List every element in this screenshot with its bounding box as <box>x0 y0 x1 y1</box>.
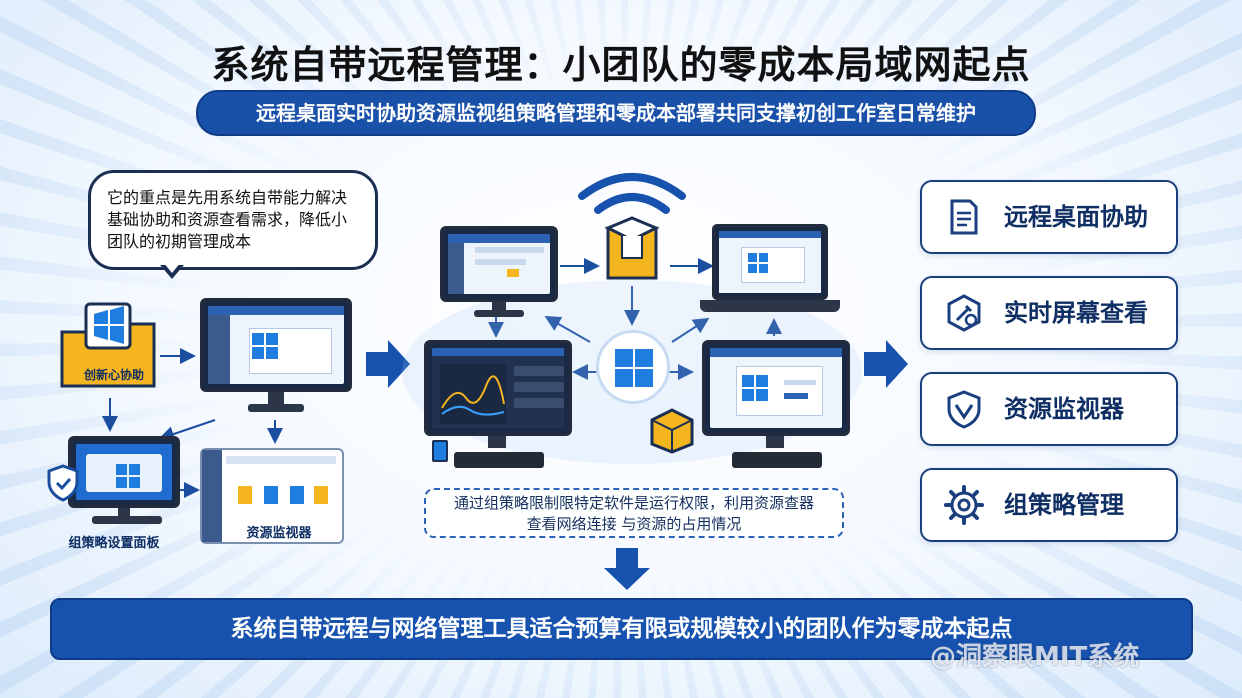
document-icon <box>950 199 978 235</box>
folder-label: 创新心协助 <box>83 368 144 382</box>
laptop-top-right <box>700 224 840 316</box>
feature-group-policy: 组策略管理 <box>920 468 1178 542</box>
bottom-summary-banner: 系统自带远程与网络管理工具适合预算有限或规模较小的团队作为零成本起点 <box>50 598 1193 660</box>
center-note-line2: 查看网络连接 与资源的占用情况 <box>526 515 742 533</box>
folder-icon <box>60 302 156 388</box>
resource-monitor-label: 资源监视器 <box>246 526 312 541</box>
speech-bubble: 它的重点是先用系统自带能力解决基础协助和资源查看需求，降低小团队的初期管理成本 <box>88 170 378 270</box>
feature-label: 组策略管理 <box>1004 491 1124 519</box>
windows-hub <box>596 330 670 404</box>
subtitle-banner: 远程桌面实时协助资源监视组策略管理和零成本部署共同支撑初创工作室日常维护 <box>196 90 1036 136</box>
cup-icon <box>432 440 448 462</box>
page-title: 系统自带远程管理：小团队的零成本局域网起点 <box>211 43 1031 87</box>
shield-icon <box>947 390 981 429</box>
wifi-server-icon <box>578 173 686 280</box>
tools-icon <box>947 294 981 332</box>
panel-label: 组策略设置面板 <box>68 536 160 551</box>
group-policy-panel: 组策略设置面板 <box>46 436 182 556</box>
monitor-center-right <box>702 340 850 472</box>
feature-resource-monitor: 资源监视器 <box>920 372 1178 446</box>
monitor-center-left <box>424 340 572 472</box>
feature-label: 资源监视器 <box>1004 395 1124 423</box>
monitor-remote-desktop <box>200 298 352 416</box>
resource-monitor-window: 资源监视器 <box>200 448 344 544</box>
feature-label: 实时屏幕查看 <box>1004 299 1148 327</box>
center-note-line1: 通过组策略限制限特定软件是运行权限，利用资源查器 <box>453 494 814 512</box>
package-icon <box>650 408 694 454</box>
feature-screen-view: 实时屏幕查看 <box>920 276 1178 350</box>
folder-assist: 创新心协助 <box>56 300 160 392</box>
center-note: 通过组策略限制限特定软件是运行权限，利用资源查器 查看网络连接 与资源的占用情况 <box>424 488 844 538</box>
feature-label: 远程桌面协助 <box>1004 203 1148 231</box>
gear-icon <box>944 485 984 525</box>
shield-icon <box>47 464 79 502</box>
watermark: @洞察眼MIT系统 <box>930 642 1140 672</box>
feature-remote-desktop: 远程桌面协助 <box>920 180 1178 254</box>
monitor-top-left <box>440 226 558 320</box>
chart-thumbnail <box>440 364 506 424</box>
